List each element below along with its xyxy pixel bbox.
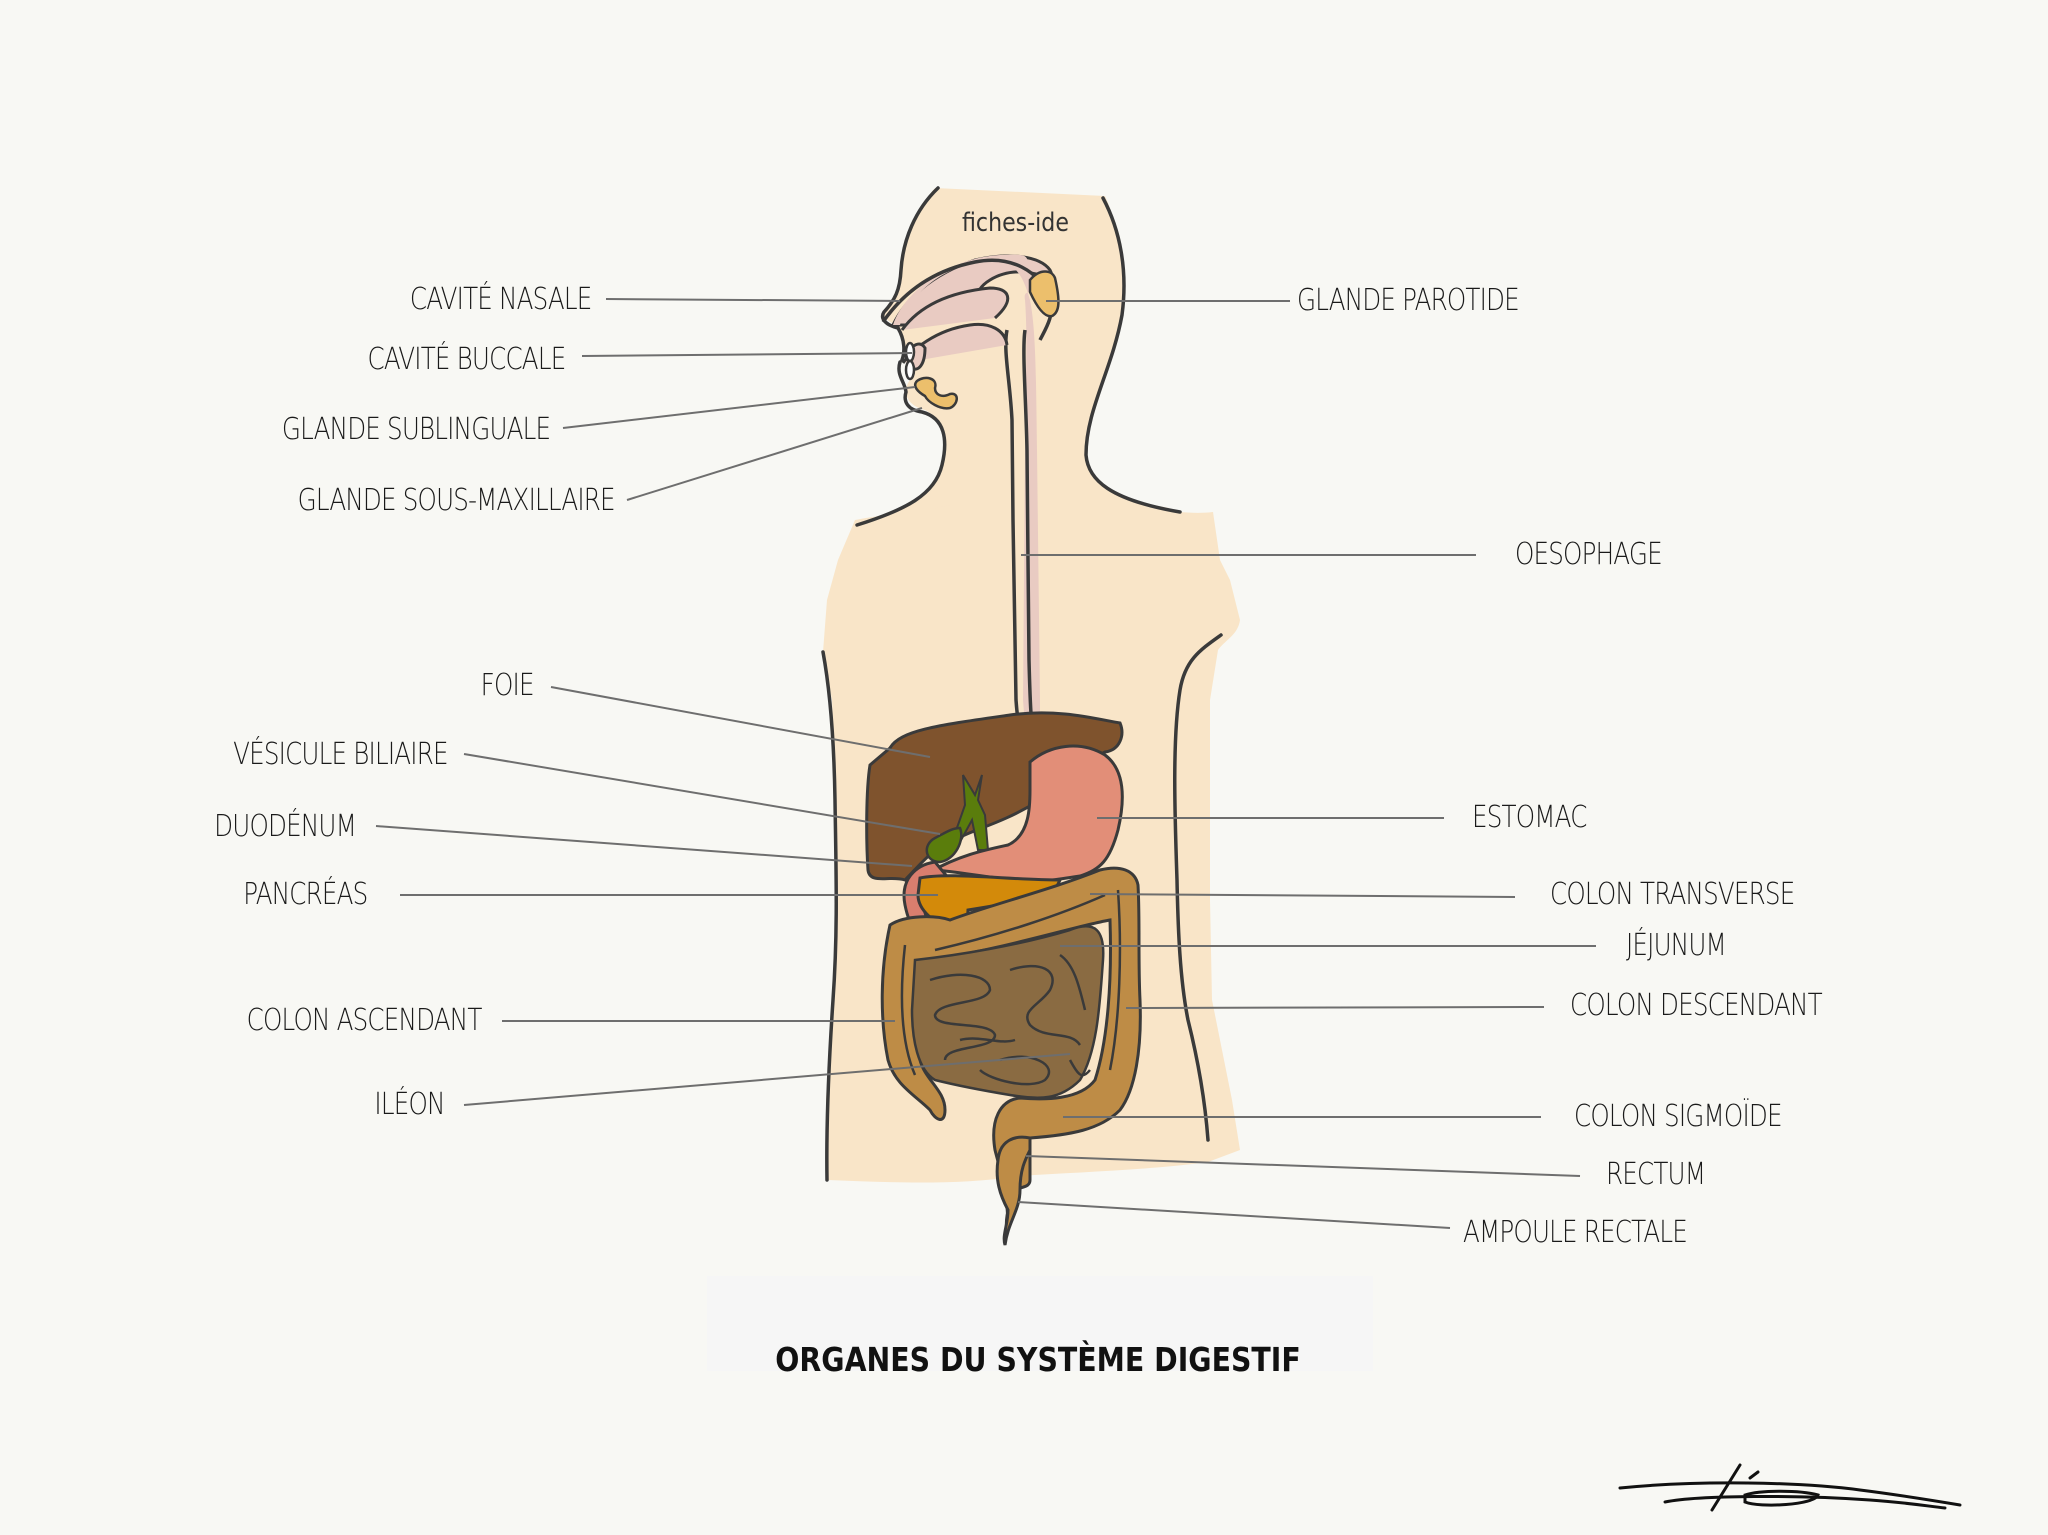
label-colon-transverse: COLON TRANSVERSE xyxy=(1550,877,1795,912)
label-pancreas: PANCRÉAS xyxy=(242,877,368,912)
colon-inner-line xyxy=(900,889,1122,1076)
gallbladder-sac xyxy=(925,826,963,864)
gallbladder xyxy=(925,774,990,864)
label-cavite-buccale: CAVITÉ BUCCALE xyxy=(367,342,566,377)
label-colon-descendant: COLON DESCENDANT xyxy=(1570,988,1823,1023)
label-jejunum: JÉJUNUM xyxy=(1626,928,1727,963)
sublingual-gland xyxy=(913,376,958,410)
rectum xyxy=(995,1135,1032,1246)
parotid-gland xyxy=(1028,270,1060,318)
torso-left-outline xyxy=(821,650,838,1182)
leader-lines xyxy=(375,298,1596,1229)
watermark-text: fiches-ide xyxy=(962,208,1069,238)
label-ampoule-rectale: AMPOULE RECTALE xyxy=(1463,1215,1688,1250)
label-colon-ascendant: COLON ASCENDANT xyxy=(247,1003,483,1038)
label-glande-parotide: GLANDE PAROTIDE xyxy=(1297,283,1520,318)
diagram-title: ORGANES DU SYSTÈME DIGESTIF xyxy=(775,1340,1301,1379)
back-of-head-outline xyxy=(1084,196,1182,514)
head-neck xyxy=(860,188,1170,525)
label-foie: FOIE xyxy=(480,668,535,703)
leader-glande-sous-maxillaire xyxy=(626,407,923,501)
label-estomac: ESTOMAC xyxy=(1472,800,1587,835)
small-intestine-loops xyxy=(929,953,1091,1086)
leader-ampoule-rectale xyxy=(1017,1201,1451,1229)
leader-foie xyxy=(550,686,931,758)
signature xyxy=(1618,1463,1962,1512)
upper-lip xyxy=(904,341,916,363)
torso-right-outline xyxy=(1173,633,1223,1142)
leader-cavite-nasale xyxy=(605,298,901,302)
leader-duodenum xyxy=(375,825,913,867)
leader-colon-transverse xyxy=(1089,893,1516,898)
salivary-glands xyxy=(913,270,1060,410)
label-rectum: RECTUM xyxy=(1606,1157,1706,1192)
title-background xyxy=(707,1276,1373,1371)
leader-cavite-buccale xyxy=(581,352,913,357)
leader-colon-descendant xyxy=(1125,1006,1545,1009)
label-glande-sous-maxillaire: GLANDE SOUS-MAXILLAIRE xyxy=(297,483,616,518)
label-duodenum: DUODÉNUM xyxy=(214,809,357,844)
label-cavite-nasale: CAVITÉ NASALE xyxy=(409,282,591,317)
leader-vesicule-biliaire xyxy=(463,753,941,835)
face-outline xyxy=(855,326,947,527)
lower-lip xyxy=(904,359,916,381)
label-ileon: ILÉON xyxy=(374,1087,446,1122)
label-glande-sublinguale: GLANDE SUBLINGUALE xyxy=(281,412,551,447)
label-colon-sigmoide: COLON SIGMOÏDE xyxy=(1574,1099,1783,1134)
leader-glande-sublinguale xyxy=(562,386,916,429)
leader-rectum xyxy=(1025,1155,1581,1177)
leader-ileon xyxy=(463,1053,1071,1106)
label-oesophage: OESOPHAGE xyxy=(1515,537,1663,572)
label-vesicule-biliaire: VÉSICULE BILIAIRE xyxy=(233,737,448,772)
